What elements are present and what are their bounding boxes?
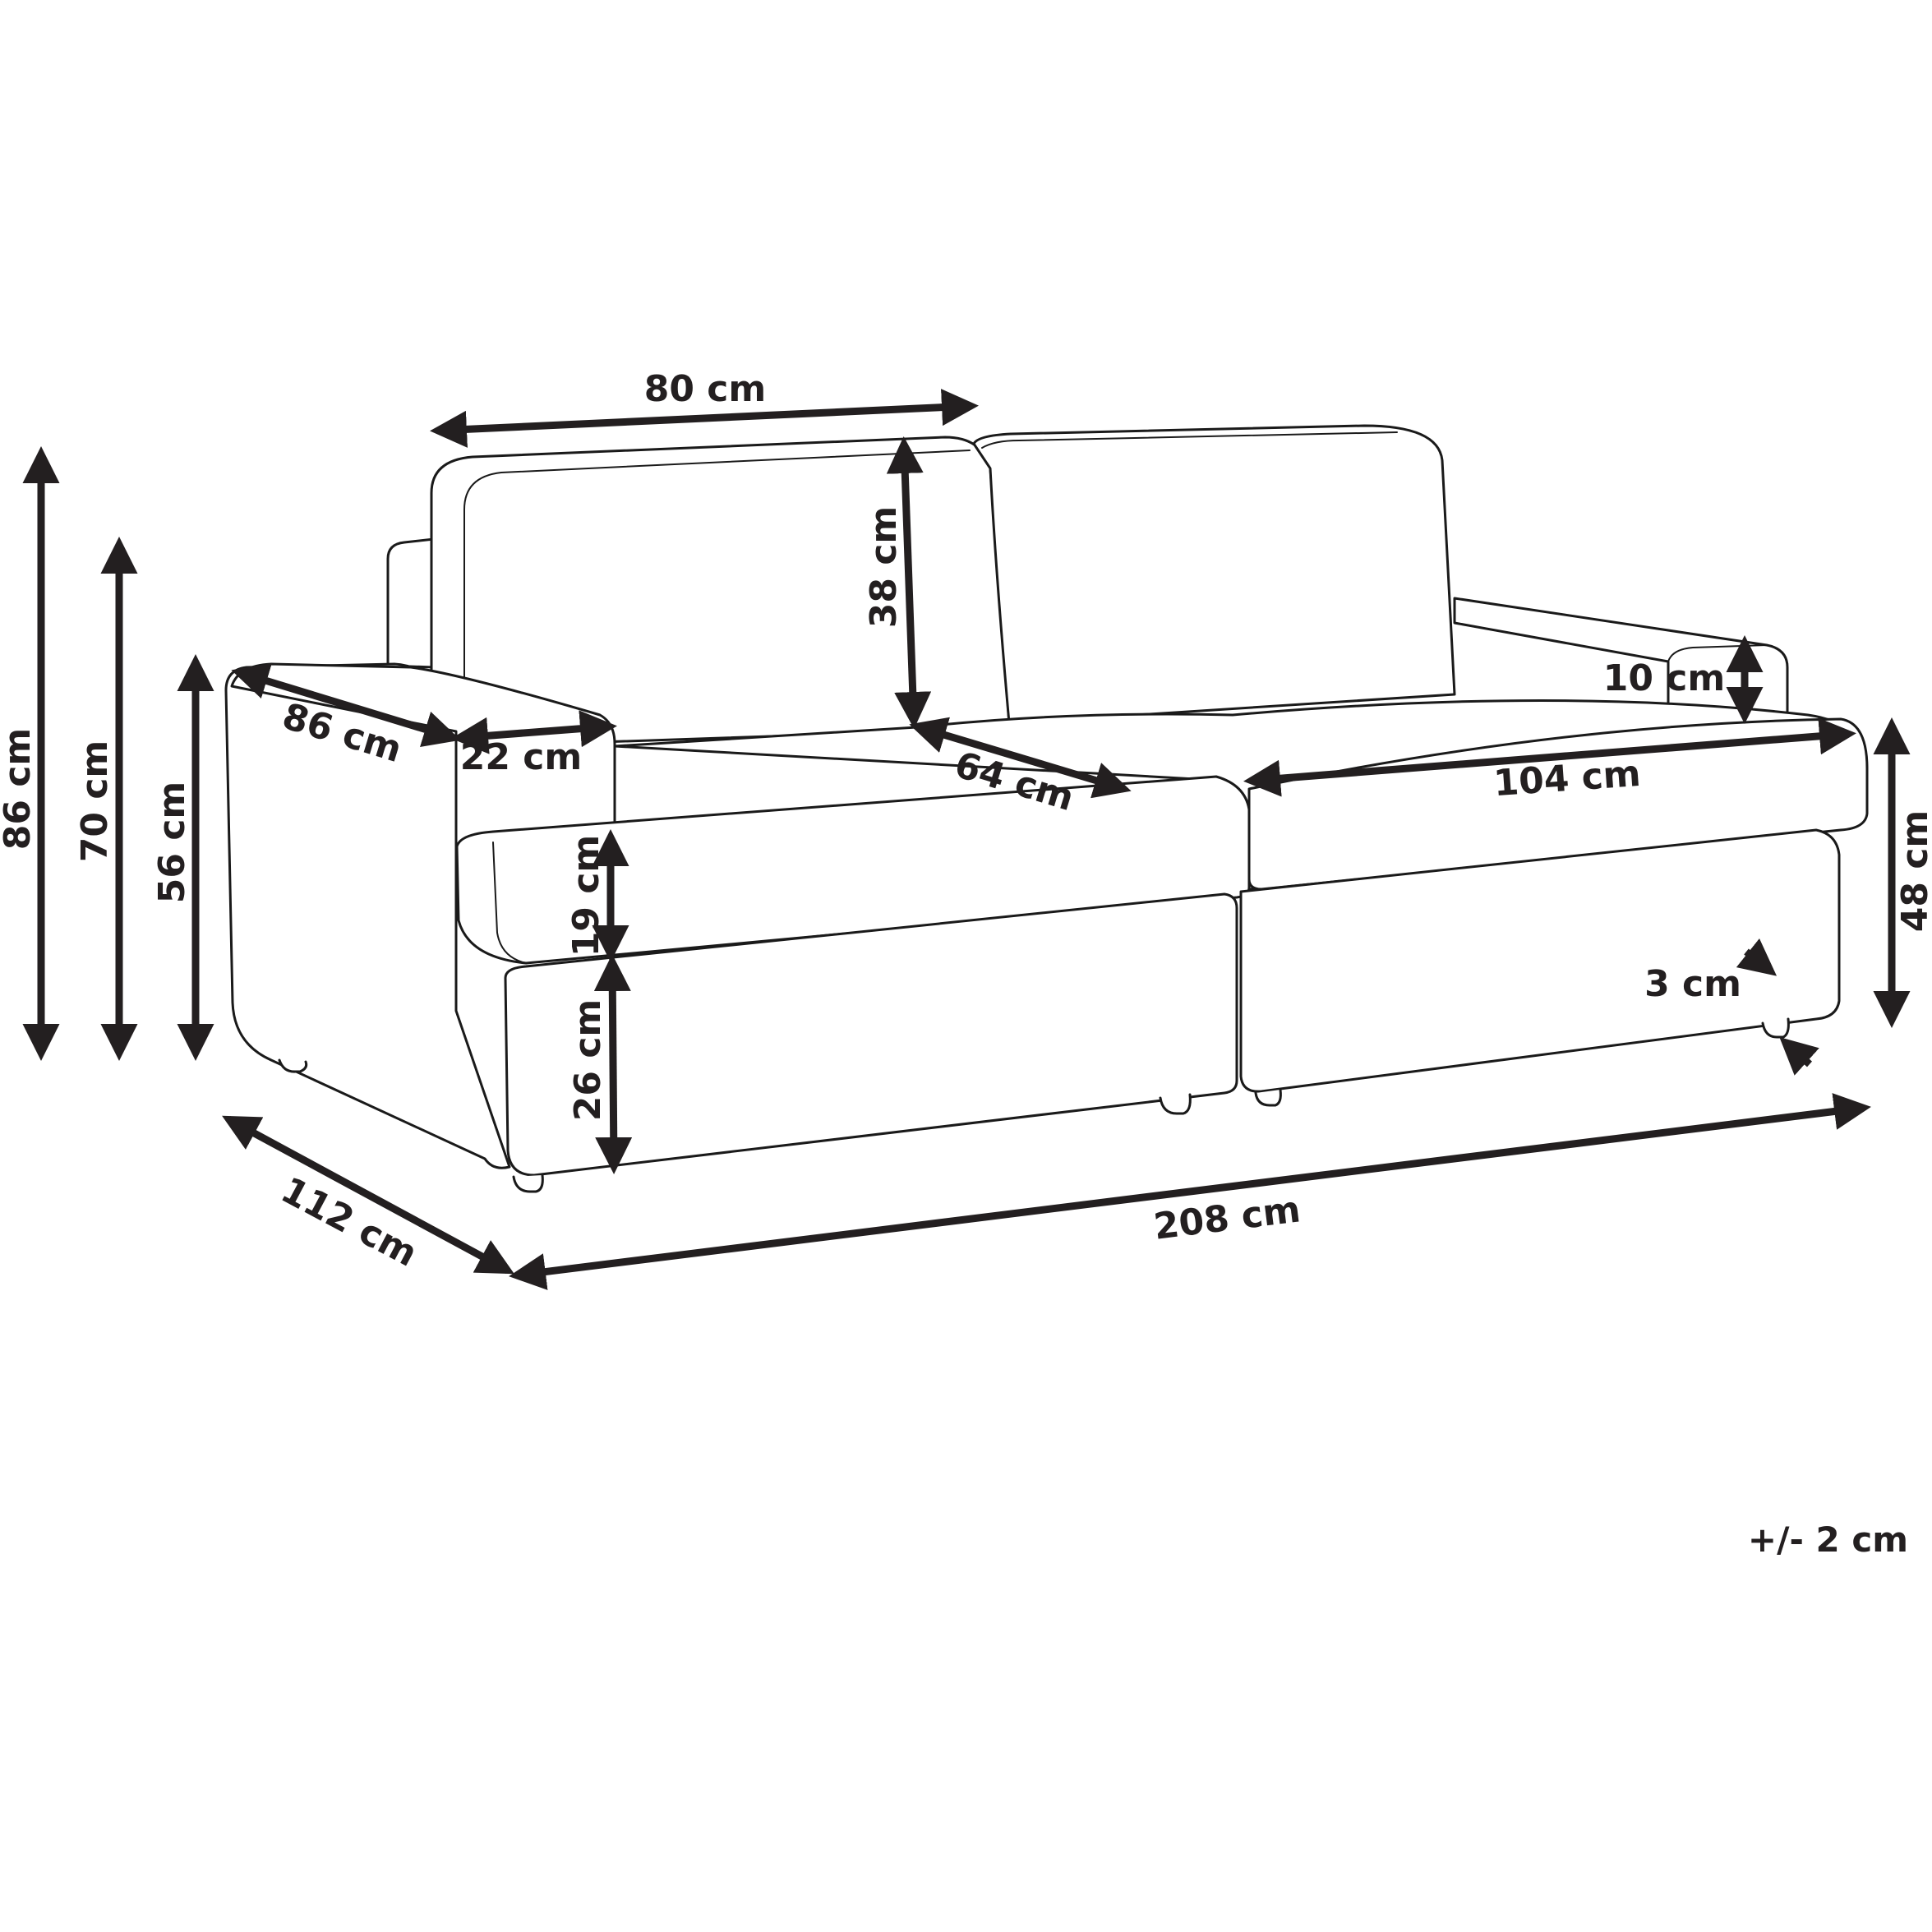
tolerance-note: +/- 2 cm (1748, 1519, 1908, 1560)
label-cushion-thickness: 19 cm (565, 835, 607, 957)
left-seat-cushion (455, 775, 1251, 965)
arrow-leg-top (1736, 938, 1778, 976)
label-seat-height: 48 cm (1894, 810, 1932, 932)
leg (278, 1058, 308, 1073)
arrow-armrest-depth (231, 662, 461, 748)
dimension-lines (22, 389, 1911, 1290)
rear-left-arm (386, 537, 436, 669)
arrow-seat-depth (909, 717, 1132, 799)
arrow-seat-width (1243, 717, 1856, 797)
arrow-backrest-cushion-height (886, 436, 932, 729)
arrow-backrest-width (430, 389, 979, 448)
arrow-total-depth (222, 1115, 514, 1275)
label-arm-above-seat: 10 cm (1603, 657, 1725, 699)
leg (512, 1173, 544, 1193)
label-backrest-cushion-height: 38 cm (863, 506, 905, 628)
label-total-width: 208 cm (1151, 1188, 1303, 1247)
label-armrest-height: 56 cm (151, 782, 193, 903)
label-backrest-width: 80 cm (644, 368, 766, 410)
arrow-base-height (593, 954, 633, 1174)
label-leg-height: 3 cm (1644, 963, 1741, 1005)
right-back-cushion (972, 424, 1456, 725)
arrow-armrest-width (451, 710, 617, 754)
label-total-height: 86 cm (0, 728, 39, 850)
right-base (1239, 828, 1841, 1093)
label-base-height: 26 cm (567, 999, 609, 1121)
arrow-leg-bottom (1779, 1036, 1819, 1076)
label-seat-width: 104 cm (1492, 753, 1642, 805)
label-armrest-width: 22 cm (460, 736, 582, 778)
arrow-total-width (509, 1093, 1871, 1290)
label-backrest-height: 70 cm (74, 740, 116, 862)
leg (1159, 1093, 1192, 1115)
